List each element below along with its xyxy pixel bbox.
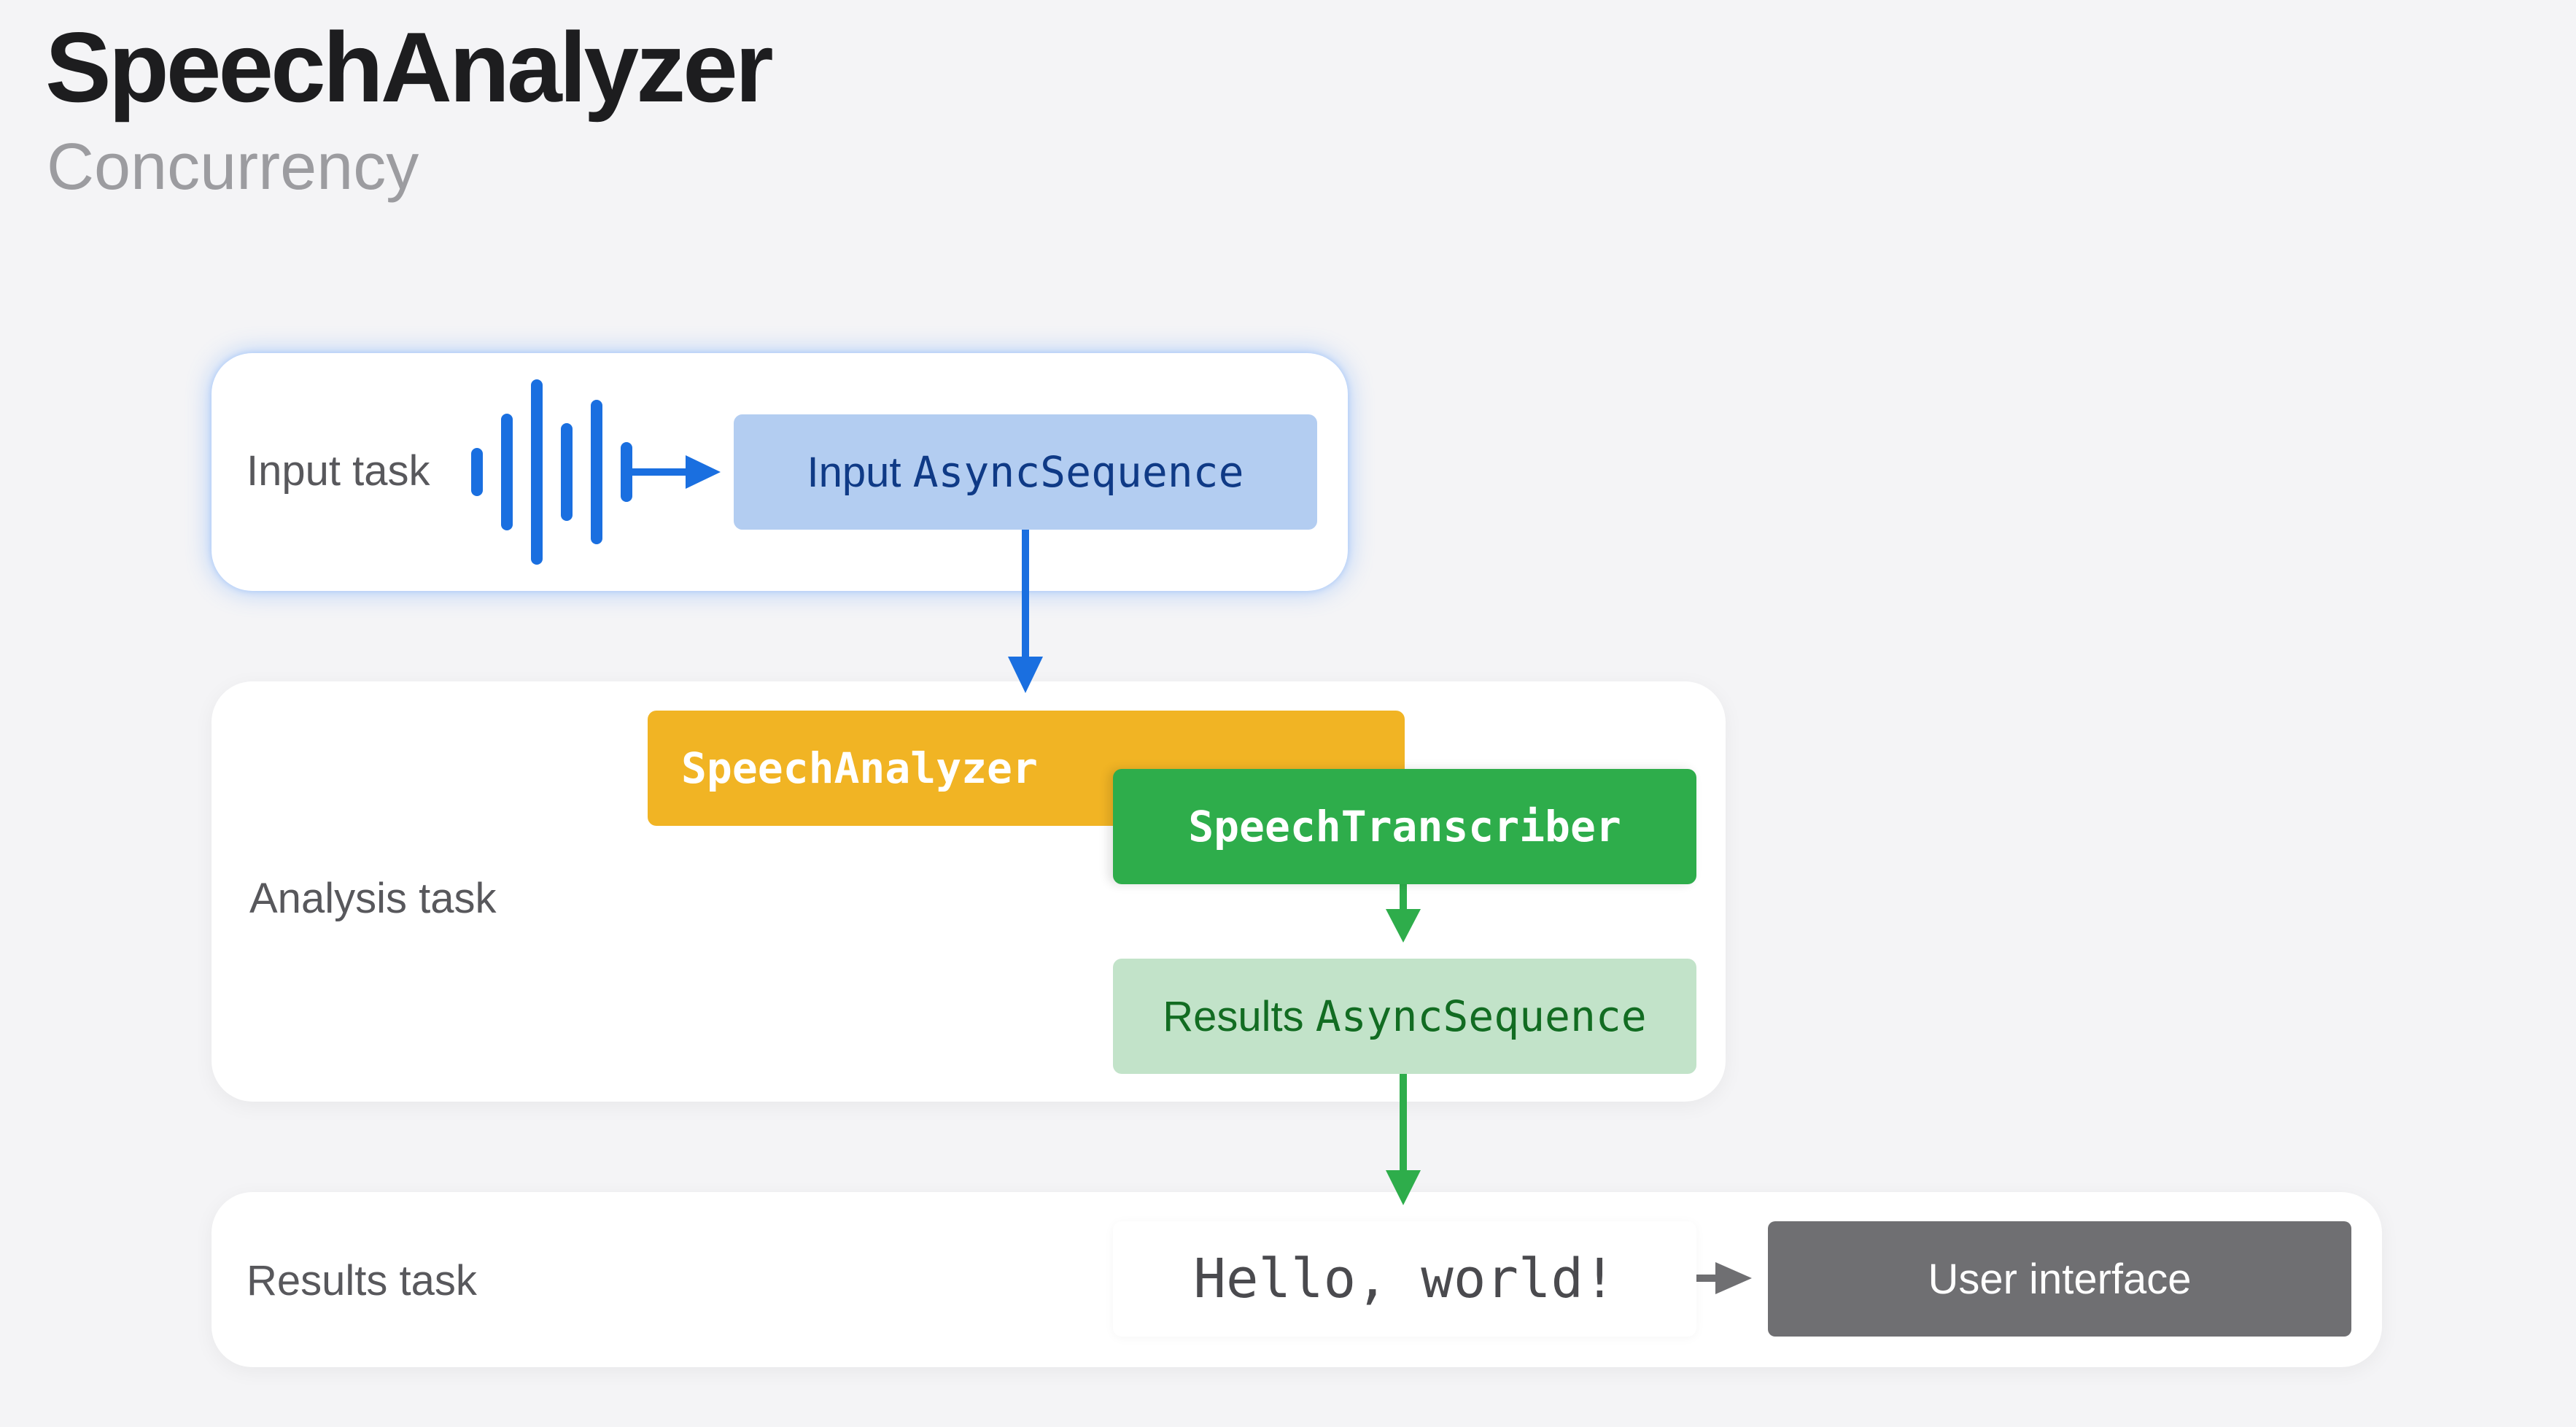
results-box-code: AsyncSequence [1315, 991, 1647, 1041]
input-async-sequence-box: Input AsyncSequence [734, 414, 1317, 530]
input-task-label: Input task [247, 447, 430, 495]
results-box-prefix: Results [1163, 992, 1304, 1040]
results-task-label: Results task [247, 1257, 477, 1304]
slide-title: SpeechAnalyzer [45, 12, 774, 123]
waveform-to-input-arrow [630, 455, 721, 489]
results-async-sequence-box: Results AsyncSequence [1113, 959, 1696, 1074]
input-box-code: AsyncSequence [912, 447, 1244, 497]
output-text-box: Hello, world! [1113, 1221, 1696, 1337]
analysis-task-label: Analysis task [249, 875, 497, 922]
speech-transcriber-box: SpeechTranscriber [1113, 769, 1696, 884]
input-to-analyzer-arrow [1008, 530, 1043, 693]
slide-subtitle: Concurrency [47, 131, 419, 204]
transcriber-to-results-arrow [1386, 884, 1421, 943]
output-to-ui-arrow [1696, 1262, 1752, 1294]
input-box-prefix: Input [807, 448, 901, 496]
results-to-output-arrow [1386, 1074, 1421, 1205]
user-interface-box: User interface [1768, 1221, 2351, 1337]
waveform-icon [471, 379, 632, 565]
